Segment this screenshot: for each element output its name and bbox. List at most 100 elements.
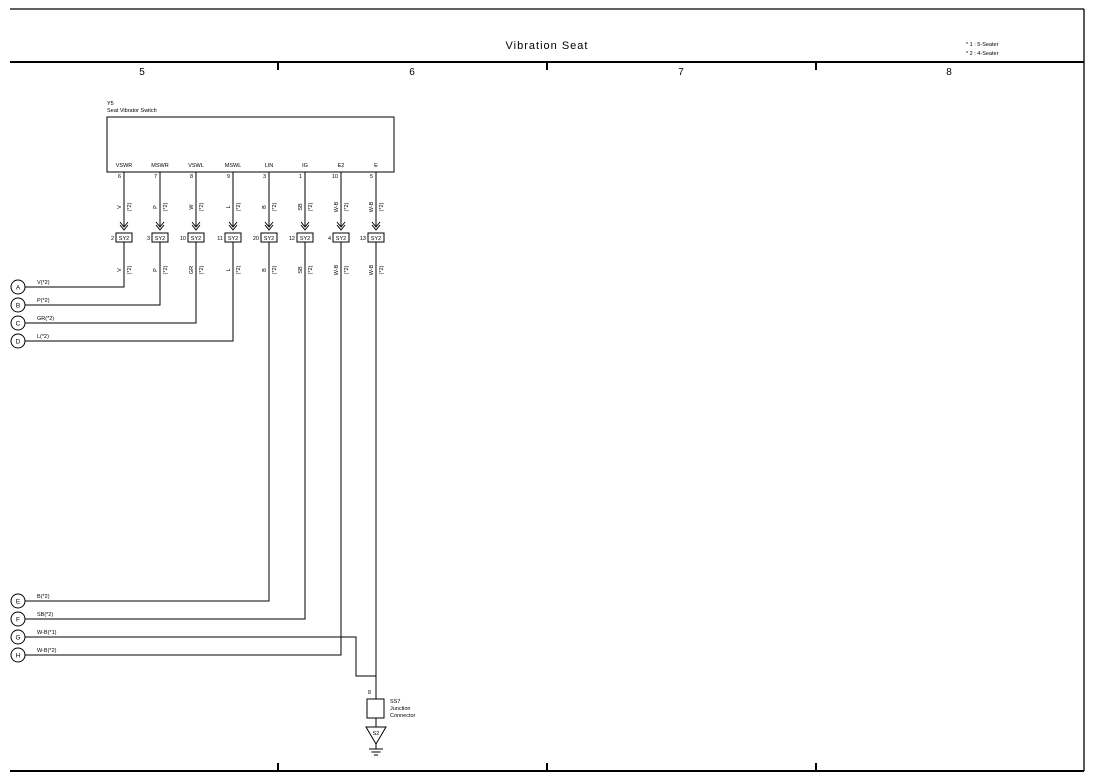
wire-color-bottom: P <box>153 268 159 272</box>
ground-point: S2 <box>365 726 387 756</box>
connector-pin-number: 12 <box>289 236 295 242</box>
reference-wire-color: L(*2) <box>37 334 49 340</box>
grid-column-5: 5 <box>139 67 145 78</box>
wire-color-top: W-B <box>334 201 340 212</box>
wire-note-top: (*2) <box>379 202 385 211</box>
wire-note-bottom: (*2) <box>308 265 314 274</box>
reference-letter: A <box>16 285 21 292</box>
reference-wire-color: W-B(*2) <box>37 648 57 654</box>
harness-wire <box>25 258 234 342</box>
legend-note-2: * 2 : 4-Seater <box>966 51 999 57</box>
reference-circle: D L(*2) <box>10 333 49 349</box>
switch-id: Y5 <box>107 101 114 107</box>
pin-label: MSWL <box>225 163 242 169</box>
legend-note-1: * 1 : 5-Seater <box>966 42 999 48</box>
pin-label: MSWR <box>151 163 168 169</box>
junction-pin-number: 8 <box>368 690 371 696</box>
connector-id: SY2 <box>264 236 274 242</box>
pin-number: 3 <box>263 174 266 180</box>
connector-id: SY2 <box>336 236 346 242</box>
wire-note-bottom: (*2) <box>163 265 169 274</box>
reference-circle: H W-B(*2) <box>10 647 57 663</box>
reference-wire-color: B(*2) <box>37 594 50 600</box>
wire-note-bottom: (*2) <box>127 265 133 274</box>
reference-wire-color: V(*2) <box>37 280 50 286</box>
wire-note-bottom: (*2) <box>236 265 242 274</box>
connector-pin-number: 10 <box>180 236 186 242</box>
harness-wire <box>340 258 376 677</box>
wire-note-top: (*2) <box>272 202 278 211</box>
pin-label: VSWR <box>116 163 133 169</box>
harness-wire <box>25 258 161 306</box>
wire-note-bottom: (*2) <box>379 265 385 274</box>
connector-pin-number: 4 <box>328 236 331 242</box>
connector-pin-number: 20 <box>253 236 259 242</box>
reference-letter: G <box>15 635 20 642</box>
junction-id: SS7 <box>390 699 400 705</box>
harness-wire <box>25 258 197 324</box>
wire-color-top: W-B <box>369 201 375 212</box>
pin-number: 10 <box>332 174 338 180</box>
wire-note-top: (*2) <box>344 202 350 211</box>
wire-note-top: (*2) <box>236 202 242 211</box>
reference-wire-color: W-B(*1) <box>37 630 57 636</box>
pin-number: 9 <box>227 174 230 180</box>
harness-wire <box>25 258 306 620</box>
connector-pin-number: 3 <box>147 236 150 242</box>
diagram-title: Vibration Seat <box>506 40 589 52</box>
wire-color-top: B <box>262 205 268 209</box>
grid-column-8: 8 <box>946 67 952 78</box>
chevron-down-icon <box>228 221 238 231</box>
pin-number: 5 <box>370 174 373 180</box>
wire-note-top: (*2) <box>199 202 205 211</box>
connector-pin-number: 13 <box>360 236 366 242</box>
reference-circle: A V(*2) <box>10 279 50 295</box>
reference-letter: D <box>16 339 21 346</box>
connector-id: SY2 <box>371 236 381 242</box>
wire-color-bottom: W-B <box>334 264 340 275</box>
wire-color-bottom: V <box>117 268 123 272</box>
reference-letter: H <box>16 653 21 660</box>
pin-columns: VSWR6V(*2)SY22V(*2)MSWR7P(*2)SY23P(*2)VS… <box>111 163 385 275</box>
wire-note-top: (*2) <box>163 202 169 211</box>
ground-id: S2 <box>373 731 380 737</box>
wire-color-top: L <box>226 205 232 208</box>
grid-column-7: 7 <box>678 67 684 78</box>
wire-color-top: P <box>153 205 159 209</box>
reference-letter: F <box>16 617 20 624</box>
wire-color-bottom: GR <box>189 266 195 274</box>
reference-wire-color: P(*2) <box>37 298 50 304</box>
wire-color-bottom: SB <box>298 266 304 274</box>
pin-label: VSWL <box>188 163 204 169</box>
chevron-down-icon <box>155 221 165 231</box>
wire-note-bottom: (*2) <box>199 265 205 274</box>
chevron-down-icon <box>264 221 274 231</box>
wire-color-top: V <box>117 205 123 209</box>
wire-note-bottom: (*2) <box>272 265 278 274</box>
wire-color-bottom: L <box>226 268 232 271</box>
ground-triangle-icon <box>365 726 387 745</box>
wire-note-bottom: (*2) <box>344 265 350 274</box>
reference-circle: FSB(*2) <box>10 611 53 627</box>
chevron-down-icon <box>191 221 201 231</box>
wire-color-bottom: W-B <box>369 264 375 275</box>
connector-id: SY2 <box>155 236 165 242</box>
wire-color-top: SB <box>298 203 304 211</box>
wire-color-top: W <box>189 204 195 210</box>
harness-wire <box>25 258 125 288</box>
grid-column-6: 6 <box>409 67 415 78</box>
connector-pin-number: 11 <box>217 236 223 242</box>
diagram-frame <box>10 8 1085 772</box>
reference-connectors: AV(*2)BP(*2)CGR(*2)DL(*2)EB(*2)FSB(*2)GW… <box>10 279 57 663</box>
pin-number: 8 <box>190 174 193 180</box>
connector-id: SY2 <box>119 236 129 242</box>
junction-body <box>366 698 385 719</box>
wire-note-top: (*2) <box>127 202 133 211</box>
